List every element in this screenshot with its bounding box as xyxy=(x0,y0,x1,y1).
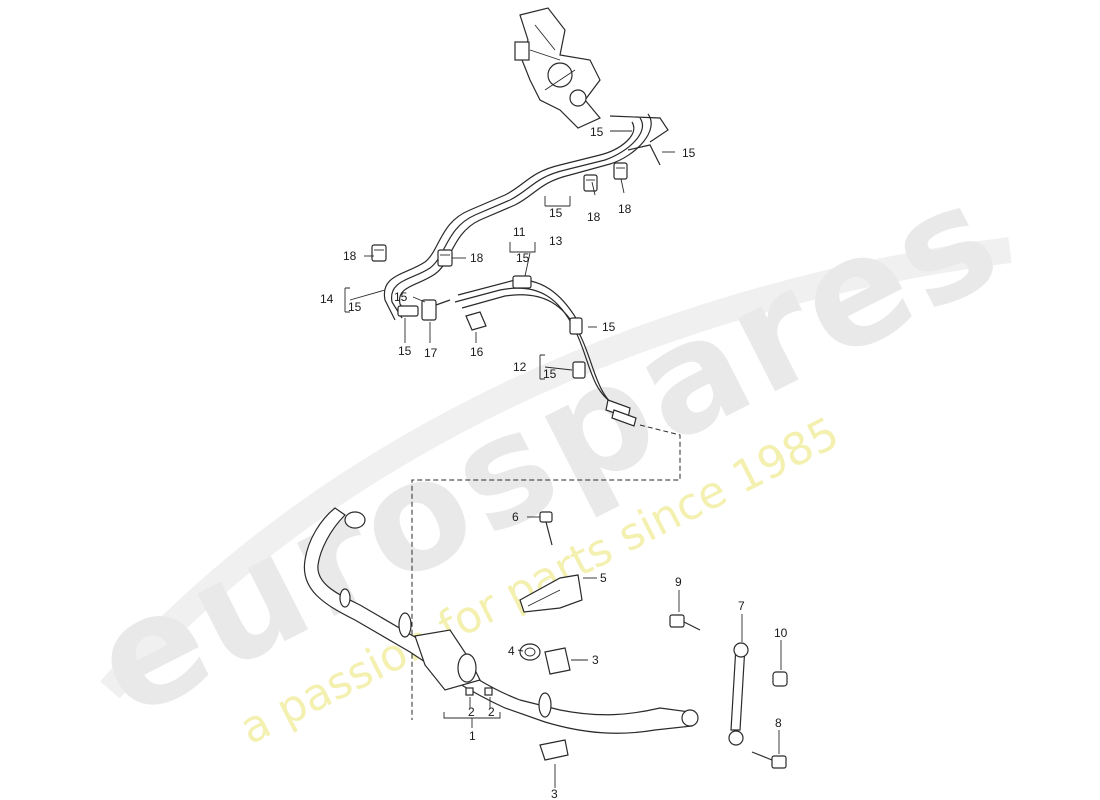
callout-5: 5 xyxy=(600,571,607,585)
callout-15: 15 xyxy=(398,344,412,358)
callout-17: 17 xyxy=(424,346,438,360)
connection-dashed-line xyxy=(411,424,681,720)
bracket-5 xyxy=(519,574,583,613)
bolts-2 xyxy=(465,687,493,696)
callout-8: 8 xyxy=(775,716,782,730)
callout-1: 1 xyxy=(469,729,476,743)
clamp-4 xyxy=(519,643,541,661)
callout-2: 2 xyxy=(468,705,475,719)
callout-12: 12 xyxy=(513,360,527,374)
callout-9: 9 xyxy=(675,575,682,589)
leader-lines xyxy=(344,130,782,788)
callout-3: 3 xyxy=(592,653,599,667)
bolt-6 xyxy=(539,511,553,546)
nut-10 xyxy=(772,671,788,687)
callout-11: 11 xyxy=(513,225,526,239)
clip-18-d xyxy=(613,162,628,180)
callout-18: 18 xyxy=(587,210,601,224)
stabilizer-bar-1 xyxy=(303,507,699,734)
callout-7: 7 xyxy=(738,599,745,613)
callout-18: 18 xyxy=(470,251,484,265)
union-17 xyxy=(397,299,451,321)
callout-4: 4 xyxy=(508,644,515,658)
callout-10: 10 xyxy=(774,626,788,640)
callout-12-15: 15 xyxy=(543,367,557,381)
clip-18-a xyxy=(371,244,387,262)
callout-2: 2 xyxy=(488,705,495,719)
sleeve-16 xyxy=(465,311,487,331)
bolt-8 xyxy=(751,751,787,769)
callout-15: 15 xyxy=(590,125,604,139)
bushing-3-b xyxy=(539,739,569,761)
clip-18-c xyxy=(583,174,598,192)
callout-6: 6 xyxy=(512,510,519,524)
coupling-rod-7 xyxy=(728,642,749,746)
callout-15: 15 xyxy=(602,320,616,334)
callout-16: 16 xyxy=(470,345,484,359)
bushing-3-a xyxy=(544,647,571,675)
callout-18: 18 xyxy=(343,249,357,263)
return-line-13 xyxy=(383,113,669,321)
callout-13: 13 xyxy=(549,234,563,248)
callout-3: 3 xyxy=(551,787,558,800)
callout-14-15: 15 xyxy=(348,300,362,314)
watermark-swoosh xyxy=(100,237,1012,699)
callout-13-15: 15 xyxy=(549,206,563,220)
steering-gear-assembly xyxy=(514,7,601,129)
hoses-11-12 xyxy=(454,275,637,427)
clip-18-b xyxy=(437,249,453,267)
callout-11-15: 15 xyxy=(516,251,530,265)
callouts: 15 15 15 13 18 18 18 18 11 15 14 15 15 1… xyxy=(320,125,788,800)
callout-14: 14 xyxy=(320,292,334,306)
callout-18: 18 xyxy=(618,202,632,216)
bolt-9 xyxy=(669,614,701,631)
callout-15: 15 xyxy=(394,290,408,304)
callout-15: 15 xyxy=(682,146,696,160)
